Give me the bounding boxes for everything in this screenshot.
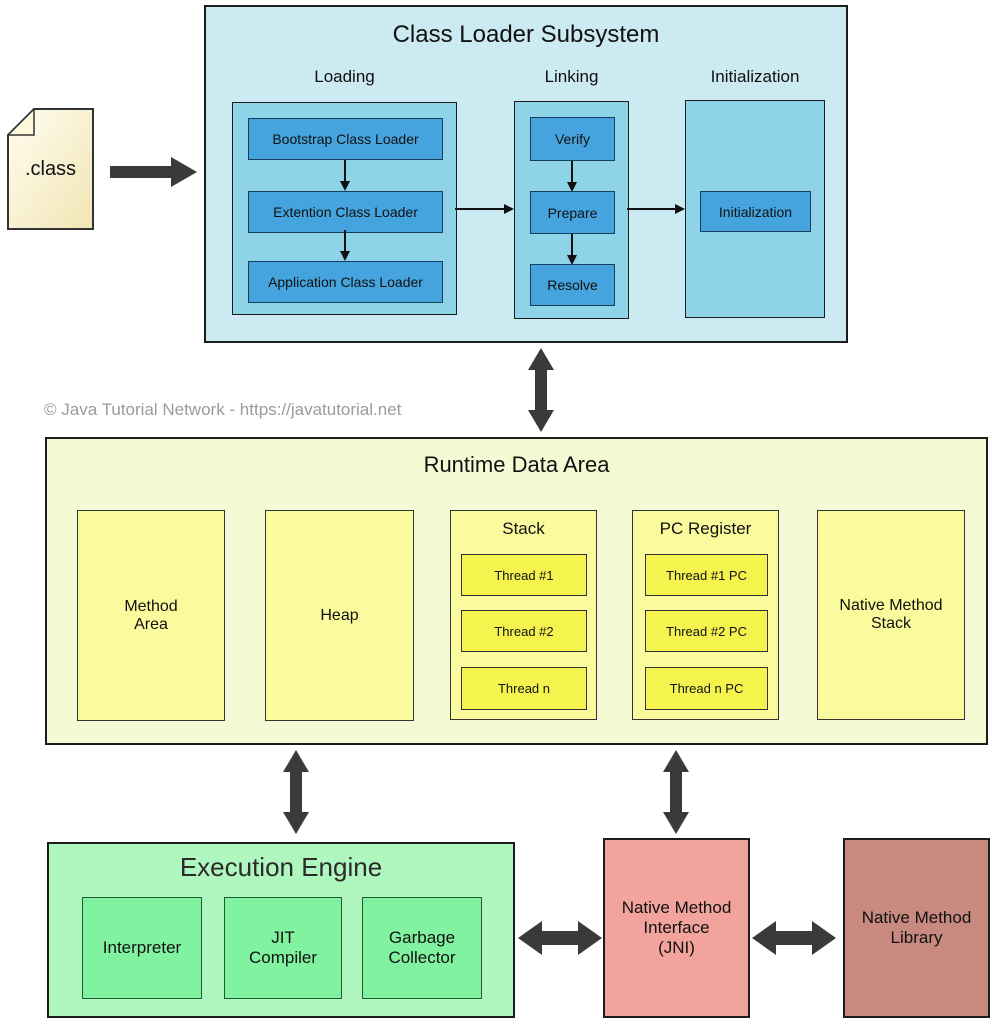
down-arrow-icon	[567, 234, 577, 265]
loading-column: Bootstrap Class Loader Extention Class L…	[232, 102, 457, 315]
horizontal-double-arrow-icon	[752, 921, 836, 955]
right-arrow-icon	[627, 204, 685, 214]
initialization-box: Initialization	[700, 191, 811, 232]
class-loader-subsystem-title: Class Loader Subsystem	[392, 21, 660, 48]
interpreter-box: Interpreter	[82, 897, 202, 999]
stack-title: Stack	[502, 519, 545, 538]
method-area-box: Method Area	[77, 510, 225, 721]
loading-column-header: Loading	[314, 67, 375, 86]
class-loader-subsystem-panel: Class Loader Subsystem Loading Linking I…	[204, 5, 848, 343]
stack-thread-n-box: Thread n	[461, 667, 587, 710]
verify-box: Verify	[530, 117, 615, 161]
garbage-collector-box: Garbage Collector	[362, 897, 482, 999]
pc-thread-2-box: Thread #2 PC	[645, 610, 768, 652]
initialization-column: Initialization	[685, 100, 825, 318]
right-arrow-icon	[455, 204, 514, 214]
native-method-stack-box: Native Method Stack	[817, 510, 965, 720]
down-arrow-icon	[340, 230, 350, 261]
linking-column: Verify Prepare Resolve	[514, 101, 629, 319]
stack-thread-1-box: Thread #1	[461, 554, 587, 596]
right-arrow-icon	[110, 157, 197, 187]
heap-box: Heap	[265, 510, 414, 721]
execution-engine-panel: Execution Engine Interpreter JIT Compile…	[47, 842, 515, 1018]
initialization-column-header: Initialization	[710, 67, 800, 86]
pc-thread-1-box: Thread #1 PC	[645, 554, 768, 596]
execution-engine-title: Execution Engine	[179, 852, 383, 882]
class-file-label: .class	[24, 158, 77, 180]
linking-column-header: Linking	[544, 67, 599, 86]
pc-thread-n-box: Thread n PC	[645, 667, 768, 710]
vertical-double-arrow-icon	[663, 750, 689, 834]
runtime-data-area-title: Runtime Data Area	[423, 452, 610, 477]
pc-register-title: PC Register	[659, 519, 752, 538]
stack-thread-2-box: Thread #2	[461, 610, 587, 652]
vertical-double-arrow-icon	[283, 750, 309, 834]
stack-container: Stack Thread #1 Thread #2 Thread n	[450, 510, 597, 720]
pc-register-container: PC Register Thread #1 PC Thread #2 PC Th…	[632, 510, 779, 720]
bootstrap-class-loader-box: Bootstrap Class Loader	[248, 118, 443, 160]
jit-compiler-box: JIT Compiler	[224, 897, 342, 999]
native-method-library-box: Native Method Library	[843, 838, 990, 1018]
resolve-box: Resolve	[530, 264, 615, 306]
extention-class-loader-box: Extention Class Loader	[248, 191, 443, 233]
down-arrow-icon	[340, 160, 350, 191]
down-arrow-icon	[567, 161, 577, 192]
vertical-double-arrow-icon	[528, 348, 554, 432]
application-class-loader-box: Application Class Loader	[248, 261, 443, 303]
horizontal-double-arrow-icon	[518, 921, 602, 955]
native-method-interface-box: Native Method Interface (JNI)	[603, 838, 750, 1018]
copyright-text: © Java Tutorial Network - https://javatu…	[44, 400, 402, 419]
prepare-box: Prepare	[530, 191, 615, 234]
class-file-document-icon	[7, 108, 94, 230]
runtime-data-area-panel: Runtime Data Area Method Area Heap Stack…	[45, 437, 988, 745]
